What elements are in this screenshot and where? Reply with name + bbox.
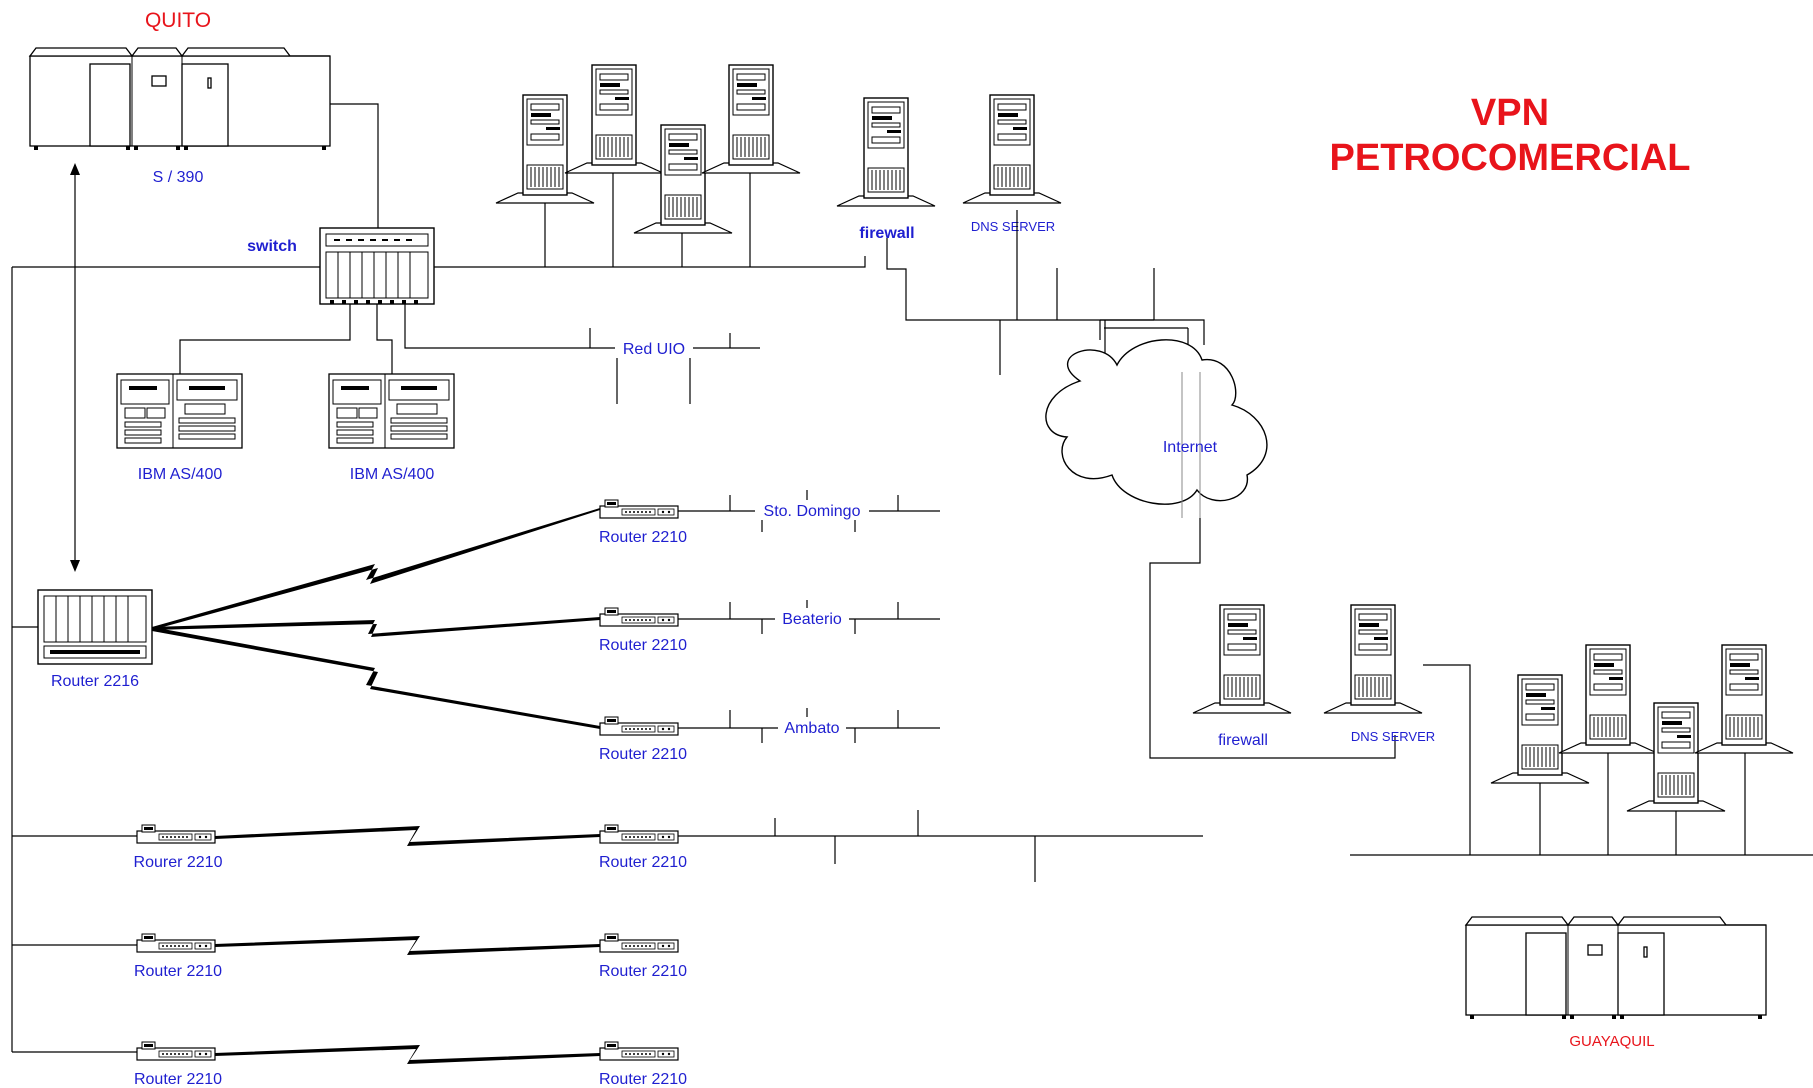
router-beaterio [600,608,678,626]
router-sto-label: Router 2210 [599,529,687,546]
wan-link-sto-domingo [152,508,600,630]
server-gye-2 [1559,645,1657,753]
router-right-4-label: Router 2210 [599,854,687,871]
router-2216-label: Router 2216 [51,673,139,690]
router-right-5 [600,934,678,952]
wan-link-ambato [152,627,600,729]
dns-server-quito [963,95,1061,203]
site-label-guayaquil: GUAYAQUIL [1569,1033,1654,1050]
wan-link-row4 [215,826,600,846]
as400-2-label: IBM AS/400 [350,466,435,483]
router-sto-domingo [600,500,678,518]
ambato-label: Ambato [784,720,839,737]
dns-quito-label: DNS SERVER [971,219,1055,234]
site-label-quito: QUITO [145,9,211,32]
router-ambato-label: Router 2210 [599,746,687,763]
as400-1-label: IBM AS/400 [138,466,223,483]
router-left-6 [137,1042,215,1060]
router-right-5-label: Router 2210 [599,963,687,980]
wan-link-row5 [215,936,600,955]
title-vpn: VPN [1471,92,1549,134]
dns-server-guayaquil [1324,605,1422,713]
server-gye-4 [1695,645,1793,753]
beaterio-label: Beaterio [782,611,842,628]
firewall-guayaquil [1193,605,1291,713]
s390-label: S / 390 [153,169,204,186]
router-left-4-label: Rourer 2210 [134,854,223,871]
router-left-4 [137,825,215,843]
title-petrocomercial: PETROCOMERCIAL [1330,137,1691,179]
firewall-gye-label: firewall [1218,732,1268,749]
ibm-as400-2 [329,374,454,448]
switch-label: switch [247,238,297,255]
router-right-6-label: Router 2210 [599,1071,687,1088]
firewall-quito [837,98,935,206]
server-quito-3 [634,125,732,233]
router-2216 [38,590,152,664]
router-left-6-label: Router 2210 [134,1071,222,1088]
switch-device [320,228,434,304]
server-quito-2 [565,65,663,173]
router-right-6 [600,1042,678,1060]
dns-gye-label: DNS SERVER [1351,729,1435,744]
internet-label: Internet [1163,439,1218,456]
mainframe-s390 [30,48,330,150]
router-left-5 [137,934,215,952]
router-beaterio-label: Router 2210 [599,637,687,654]
internet-cloud [1046,340,1267,518]
ibm-as400-1 [117,374,242,448]
mainframe-guayaquil [1466,917,1766,1019]
router-right-4 [600,825,678,843]
server-quito-4 [702,65,800,173]
server-quito-1 [496,95,594,203]
server-gye-3 [1627,703,1725,811]
router-ambato [600,717,678,735]
sto-domingo-label: Sto. Domingo [764,503,861,520]
wan-link-beaterio [152,617,600,637]
router-left-5-label: Router 2210 [134,963,222,980]
red-uio-label: Red UIO [623,341,685,358]
server-gye-1 [1491,675,1589,783]
wan-link-row6 [215,1045,600,1064]
